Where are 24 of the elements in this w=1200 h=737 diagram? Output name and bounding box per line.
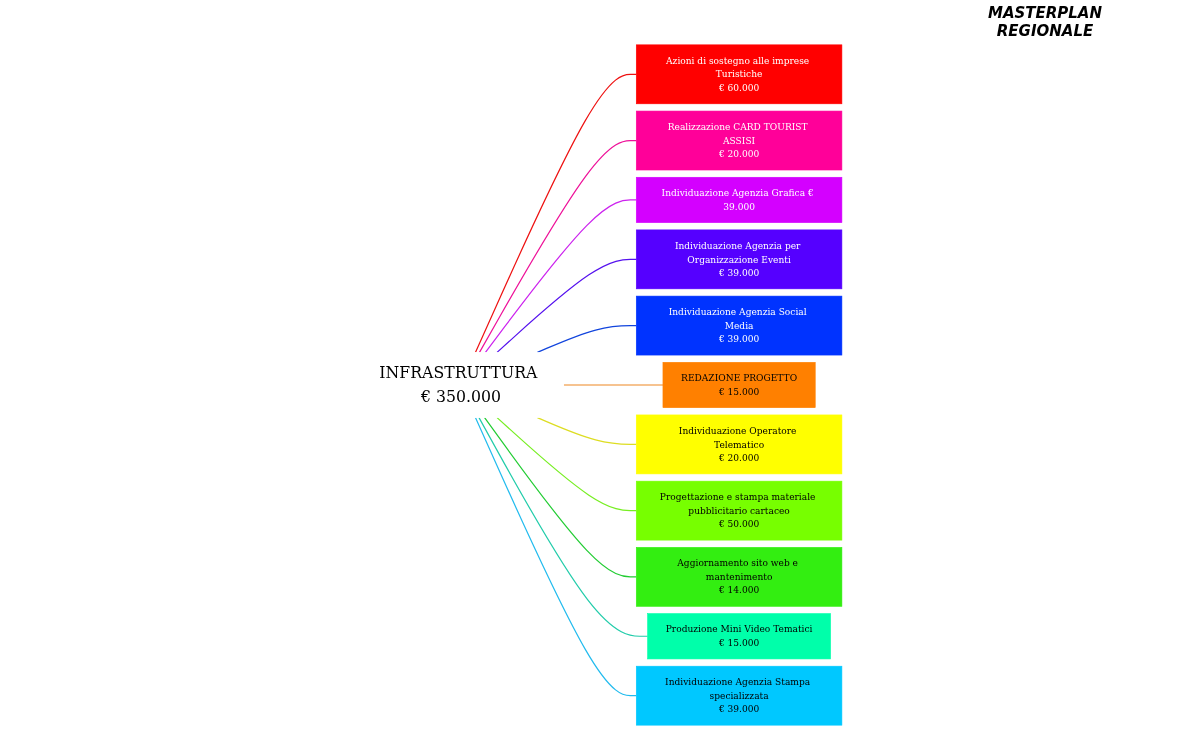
node-box: Individuazione Agenzia Stampa specializzata € 39.000 [636,665,843,726]
node-box: Produzione Mini Video Tematici € 15.000 [647,613,831,660]
connector [563,384,664,386]
connector [478,139,637,353]
node-box: REDAZIONE PROGETTO € 15.000 [662,362,816,408]
node-box: Realizzazione CARD TOURIST ASSISI € 20.000 [636,110,843,171]
note-text: MASTERPLAN REGIONALE [986,4,1104,40]
node-box: Individuazione Operatore Telematico € 20.000 [636,414,843,475]
node-box: Individuazione Agenzia Grafica € 39.000 [636,176,843,223]
node-box: Progettazione e stampa materiale pubblicitario cartaceo € 50.000 [636,480,843,541]
node-box: Aggiornamento sito web e mantenimento € 14.000 [636,547,843,607]
connector [474,73,637,353]
connector [536,417,637,445]
connector [496,258,637,353]
node-box: Azioni di sostegno alle imprese Turistiche € 60.000 [636,44,843,105]
connector [478,417,649,637]
connector [484,199,637,353]
node-box: Individuazione Agenzia per Organizzazione Eventi € 39.000 [636,229,843,290]
node-text: INFRASTRUTTURA € 350.000 [379,363,538,406]
connector [474,417,637,697]
connector [484,417,637,578]
connector [496,417,637,512]
connector [536,325,637,353]
node-box: Individuazione Agenzia Social Media € 39.000 [636,295,843,356]
